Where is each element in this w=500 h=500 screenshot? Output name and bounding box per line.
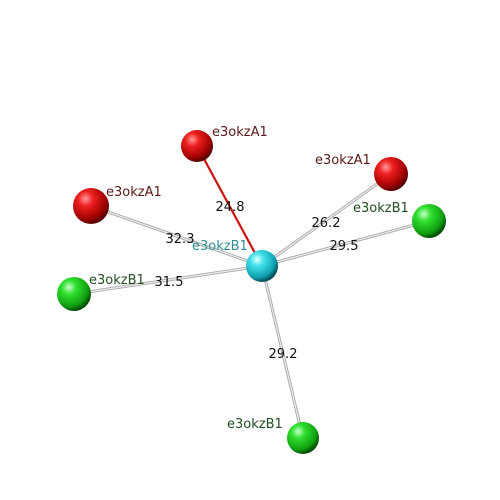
node-label: e3okzA1 xyxy=(106,185,162,200)
node-chain-a[interactable] xyxy=(73,188,109,224)
distance-label: 26.2 xyxy=(312,216,341,231)
edge-highlight xyxy=(196,145,263,267)
node-label: e3okzB1 xyxy=(227,417,283,432)
distance-label: 29.5 xyxy=(330,239,359,254)
edge xyxy=(261,220,430,267)
node-labels-layer: e3okzA1 e3okzA1 e3okzA1 e3okzB1 e3okzB1 e3okz… xyxy=(89,125,409,432)
node-label: e3okzA1 xyxy=(315,153,371,168)
nodes-layer: e3okzB1 xyxy=(57,130,446,454)
node-chain-a[interactable] xyxy=(374,157,408,191)
edges-layer xyxy=(73,145,430,439)
distance-label: 32.3 xyxy=(166,232,195,247)
edge xyxy=(73,265,263,295)
node-chain-a[interactable] xyxy=(181,130,213,162)
node-label: e3okzB1 xyxy=(89,273,145,288)
node-label: e3okzA1 xyxy=(212,125,268,140)
distance-label: 29.2 xyxy=(269,347,298,362)
distance-label: 31.5 xyxy=(155,275,184,290)
node-chain-b[interactable] xyxy=(287,422,319,454)
edge xyxy=(261,265,304,439)
distance-label: 24.8 xyxy=(216,200,245,215)
node-chain-b[interactable] xyxy=(57,277,91,311)
center-node-label: e3okzB1 xyxy=(192,239,248,254)
edge xyxy=(261,173,392,267)
distance-labels-layer: 24.8 26.2 32.3 29.5 31.5 29.2 xyxy=(155,200,359,362)
edge xyxy=(90,205,263,267)
node-chain-b[interactable] xyxy=(412,204,446,238)
node-label: e3okzB1 xyxy=(353,201,409,216)
center-node[interactable] xyxy=(246,250,278,282)
